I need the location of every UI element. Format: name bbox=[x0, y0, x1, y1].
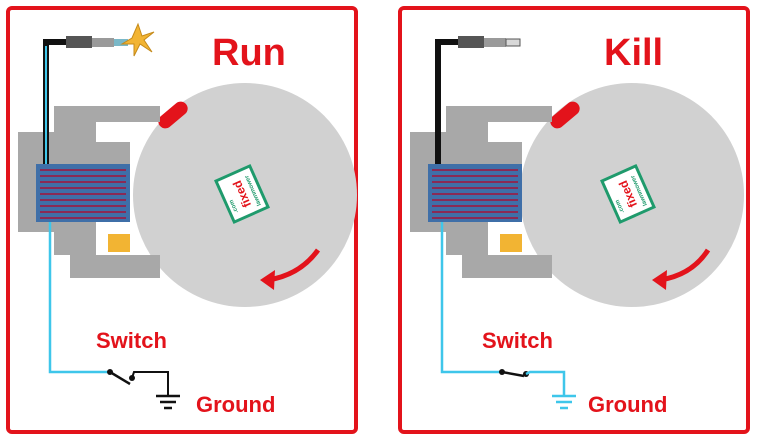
kill-wire bbox=[48, 222, 110, 374]
coil-connector bbox=[500, 234, 522, 252]
spark-plug-tip bbox=[114, 39, 128, 46]
rotation-arrow-head bbox=[260, 270, 275, 290]
ground-icon bbox=[156, 394, 180, 410]
kill-wire bbox=[440, 222, 502, 374]
flywheel-magnet bbox=[550, 101, 580, 129]
coil-connector bbox=[108, 234, 130, 252]
run-title: Run bbox=[212, 32, 286, 74]
ground-wire bbox=[525, 370, 566, 396]
kill-diagram bbox=[410, 36, 744, 410]
rotation-arrow-head bbox=[652, 270, 667, 290]
coil-windings bbox=[40, 169, 126, 219]
spark-icon bbox=[120, 22, 155, 57]
spark-plug-boot bbox=[458, 36, 484, 48]
spark-plug-lead bbox=[435, 39, 458, 164]
spark-plug-body bbox=[92, 38, 114, 47]
coil-windings bbox=[432, 169, 518, 219]
kill-panel: Kill Switch Ground lawnmower fixed .com bbox=[398, 6, 750, 434]
switch-lever-open bbox=[109, 370, 131, 386]
run-switch-label: Switch bbox=[96, 328, 167, 353]
kill-switch-label: Switch bbox=[482, 328, 553, 353]
kill-ground-label: Ground bbox=[588, 392, 668, 417]
switch-lever-closed bbox=[501, 370, 525, 378]
run-panel: Run Switch Ground lawnmower fixed .com bbox=[6, 6, 358, 434]
run-ground-label: Ground bbox=[196, 392, 276, 417]
spark-plug-tip bbox=[505, 38, 521, 47]
kill-title: Kill bbox=[604, 32, 664, 74]
ground-wire bbox=[131, 371, 169, 396]
spark-plug-boot bbox=[66, 36, 92, 48]
spark-plug-body bbox=[484, 38, 506, 47]
run-diagram bbox=[18, 22, 357, 410]
ground-icon bbox=[552, 394, 576, 410]
flywheel-magnet bbox=[158, 101, 188, 129]
